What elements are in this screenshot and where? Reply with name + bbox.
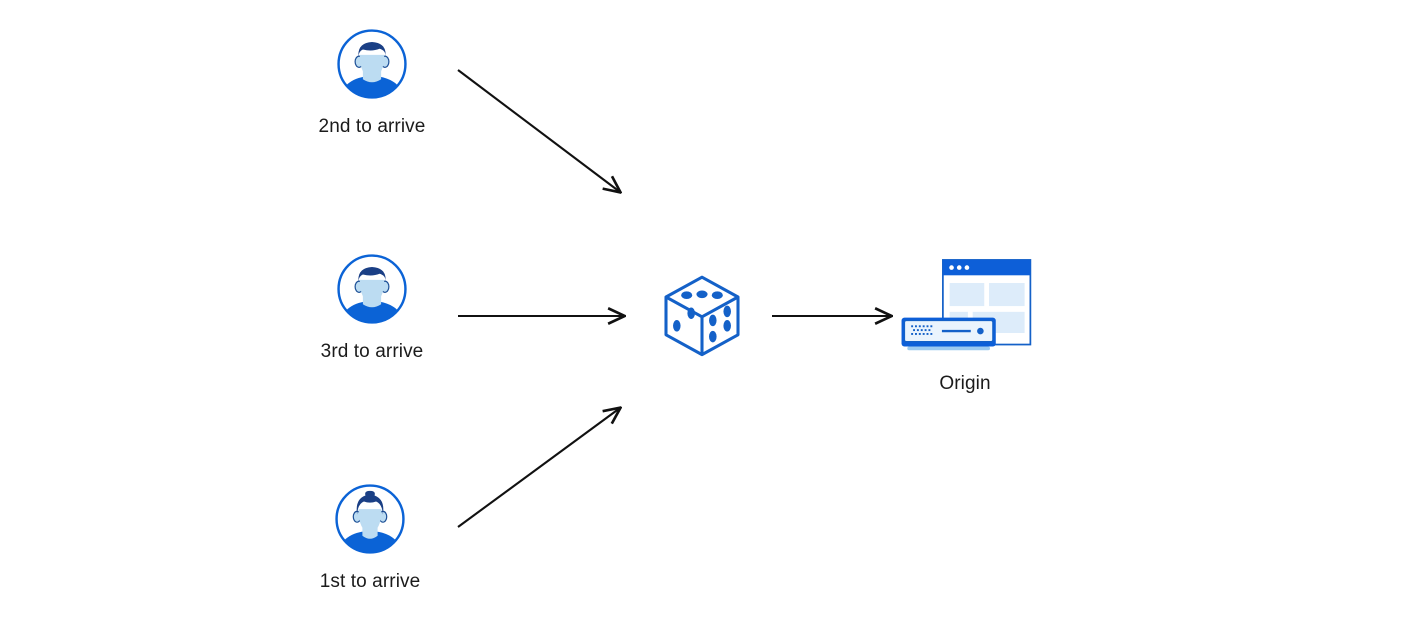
node-label-origin: Origin (939, 373, 991, 394)
dice-icon (664, 275, 740, 357)
node-randomizer (657, 270, 747, 360)
node-label-client-1st: 1st to arrive (319, 571, 421, 592)
server-device-icon (901, 317, 996, 351)
origin-server-browser-icon (901, 259, 1032, 351)
node-client-1st: 1st to arrive (290, 481, 450, 593)
node-client-3rd: 3rd to arrive (292, 251, 452, 363)
arrow-2nd-to-dice (457, 69, 620, 192)
node-origin: Origin (885, 258, 1045, 395)
arrow-1st-to-dice (457, 408, 620, 528)
user-avatar-male-icon (337, 29, 407, 99)
user-avatar-male-icon (337, 254, 407, 324)
node-label-client-2nd: 2nd to arrive (318, 116, 426, 137)
user-avatar-female-icon (335, 484, 405, 554)
node-label-client-3rd: 3rd to arrive (320, 341, 424, 362)
node-client-2nd: 2nd to arrive (292, 26, 452, 138)
